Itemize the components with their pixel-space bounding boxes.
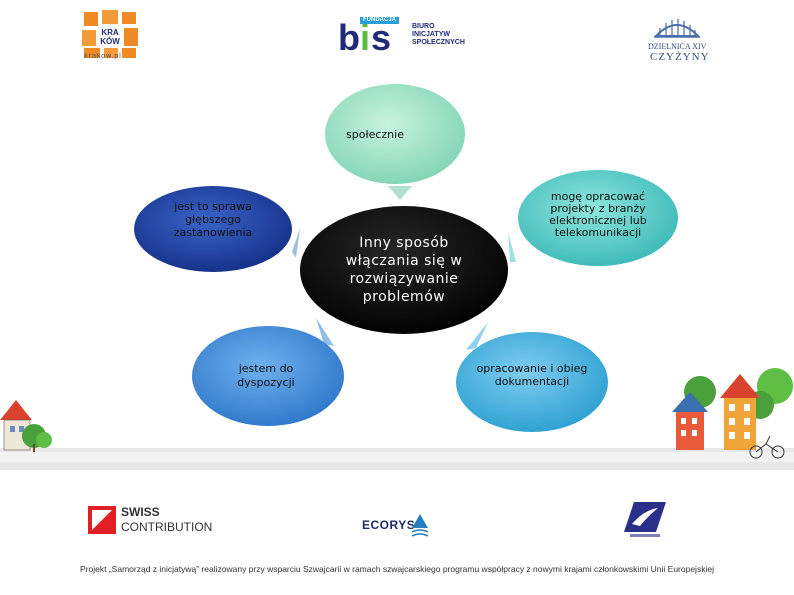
node-bottom-left-label: jestem do dyspozycji xyxy=(237,362,295,389)
node-left xyxy=(134,186,292,272)
left-houses-illustration xyxy=(0,400,52,452)
node-bottom-right xyxy=(456,332,608,432)
node-center xyxy=(300,206,508,334)
ecorys-logo-text: ECORYS xyxy=(362,518,416,532)
node-bottom-left xyxy=(192,326,344,426)
svg-text:KÓW: KÓW xyxy=(100,37,120,46)
swiss-contribution-logo-text: SWISS CONTRIBUTION xyxy=(121,505,212,535)
arrow-top xyxy=(388,186,412,200)
node-bottom-right-label: opracowanie i obieg dokumentacji xyxy=(476,362,588,388)
swiss-line1: SWISS xyxy=(121,505,160,519)
bis-name-line: BIURO xyxy=(412,23,435,30)
czyzyny-label-line2: CZYŻYNY xyxy=(650,51,710,63)
arrow-bottom-left xyxy=(316,318,334,346)
svg-text:b: b xyxy=(338,17,360,56)
bis-name: BIURO INICJATYW SPOŁECZNYCH xyxy=(412,23,465,47)
node-right-label: mogę opracować projekty z branży elektro… xyxy=(549,190,647,239)
czyzyny-label-line1: DZIELNICA XIV xyxy=(648,42,707,51)
node-left-label: jest to sprawa głębszego zastanowienia xyxy=(173,200,253,239)
arrow-bottom-right xyxy=(466,322,488,350)
czyzyny-logo xyxy=(653,19,701,38)
swiss-line2: CONTRIBUTION xyxy=(121,520,213,534)
svg-text:KRA: KRA xyxy=(101,28,119,37)
bis-name-line: SPOŁECZNYCH xyxy=(412,39,465,46)
arrow-left xyxy=(292,228,300,258)
node-center-label: Inny sposób włączania się w rozwiązywani… xyxy=(345,235,463,305)
right-houses-illustration xyxy=(672,368,793,459)
krakow-logo: KRA KÓW xyxy=(82,10,138,58)
bis-fund-label: FUNDACJA xyxy=(360,17,399,24)
eurotunel-style-logo xyxy=(624,502,666,537)
krakow-url: krakow.pl xyxy=(84,52,122,60)
footer-caption: Projekt „Samorząd z inicjatywą” realizow… xyxy=(80,564,714,574)
node-top xyxy=(325,84,465,184)
node-right xyxy=(518,170,678,266)
svg-text:s: s xyxy=(371,17,391,56)
bis-name-line: INICJATYW xyxy=(412,31,450,38)
ecorys-sail-icon xyxy=(411,514,429,537)
node-top-label: społecznie xyxy=(346,128,404,141)
swiss-cross-logo xyxy=(88,506,116,534)
svg-text:i: i xyxy=(360,17,370,56)
bis-logo: b i s xyxy=(338,17,391,56)
arrow-right xyxy=(508,232,516,262)
